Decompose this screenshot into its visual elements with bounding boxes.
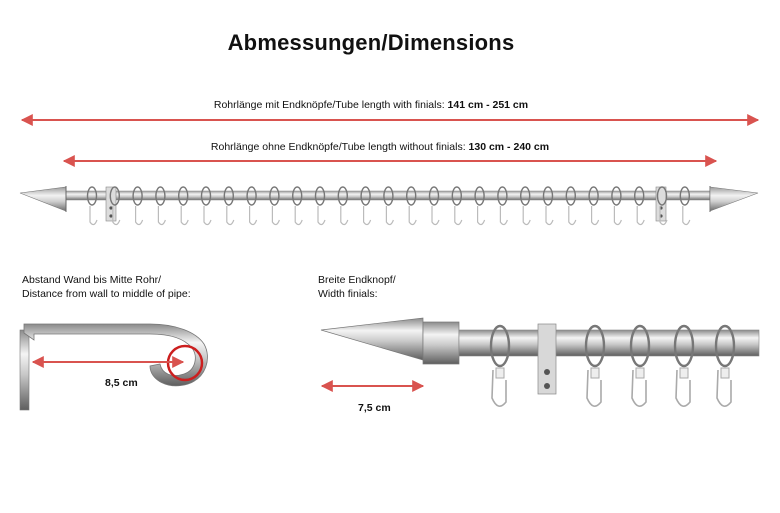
curtain-ring-large: [584, 324, 606, 407]
curtain-ring: [200, 186, 212, 226]
curtain-ring: [269, 186, 280, 226]
wall-bracket-detail: [19, 323, 208, 411]
curtain-ring: [679, 186, 691, 226]
curtain-ring: [474, 186, 486, 226]
curtain-ring: [520, 186, 531, 226]
rod-tube-large: [458, 329, 760, 357]
finial-width-caption-line2: Width finials:: [318, 288, 378, 300]
finial-detail: [320, 317, 760, 407]
curtain-ring: [428, 186, 440, 226]
length-with-finials-label: Rohrlänge mit Endknöpfe/Tube length with…: [213, 99, 445, 111]
length-without-finials-label: Rohrlänge ohne Endknöpfe/Tube length wit…: [210, 141, 466, 153]
curtain-ring: [565, 186, 577, 226]
curtain-ring: [86, 186, 98, 226]
finial-large: [320, 317, 424, 361]
curtain-ring: [132, 186, 144, 226]
page-title: Abmessungen/Dimensions: [227, 30, 515, 55]
curtain-rod-full: [19, 186, 759, 226]
bracket-arm: [23, 323, 208, 387]
curtain-ring: [634, 186, 645, 226]
finial-width-caption-line1: Breite Endknopf/: [318, 274, 396, 286]
curtain-ring: [383, 186, 394, 226]
length-without-finials-text: Rohrlänge ohne Endknöpfe/Tube length wit…: [0, 141, 760, 153]
curtain-ring: [451, 186, 463, 226]
curtain-ring: [406, 186, 417, 226]
curtain-rings-large: [489, 324, 736, 407]
wall-distance-caption-line1: Abstand Wand bis Mitte Rohr/: [22, 274, 162, 286]
curtain-rings: [86, 186, 691, 226]
curtain-ring: [314, 186, 326, 226]
curtain-ring: [360, 186, 372, 226]
curtain-ring: [497, 186, 508, 226]
curtain-ring: [542, 186, 554, 226]
curtain-ring: [223, 186, 235, 226]
curtain-ring: [109, 186, 121, 226]
length-with-finials-text: Rohrlänge mit Endknöpfe/Tube length with…: [0, 99, 742, 111]
curtain-ring: [155, 186, 166, 226]
wall-distance-caption-line2: Distance from wall to middle of pipe:: [22, 288, 191, 300]
finial-width-value: 7,5 cm: [358, 402, 391, 414]
curtain-ring-large: [673, 324, 695, 407]
wall-plate: [19, 329, 30, 411]
finial-width-caption: Breite Endknopf/ Width finials:: [318, 273, 396, 301]
curtain-ring-large: [489, 324, 511, 407]
bracket-large: [537, 323, 557, 395]
curtain-ring-large: [714, 324, 736, 407]
curtain-ring: [292, 186, 303, 226]
curtain-ring: [177, 186, 189, 226]
wall-distance-caption: Abstand Wand bis Mitte Rohr/ Distance fr…: [22, 273, 191, 301]
finial-collar: [422, 321, 460, 365]
length-with-finials-value: 141 cm - 251 cm: [447, 99, 529, 111]
finial-right: [709, 186, 759, 212]
curtain-ring-large: [629, 324, 651, 407]
rod-tube: [65, 190, 711, 201]
curtain-ring: [246, 186, 258, 226]
wall-distance-value: 8,5 cm: [105, 377, 138, 389]
length-without-finials-value: 130 cm - 240 cm: [468, 141, 550, 153]
curtain-ring: [337, 186, 349, 226]
curtain-ring: [656, 186, 668, 226]
curtain-ring: [588, 186, 600, 226]
curtain-ring: [611, 186, 622, 226]
finial-left: [19, 186, 67, 212]
